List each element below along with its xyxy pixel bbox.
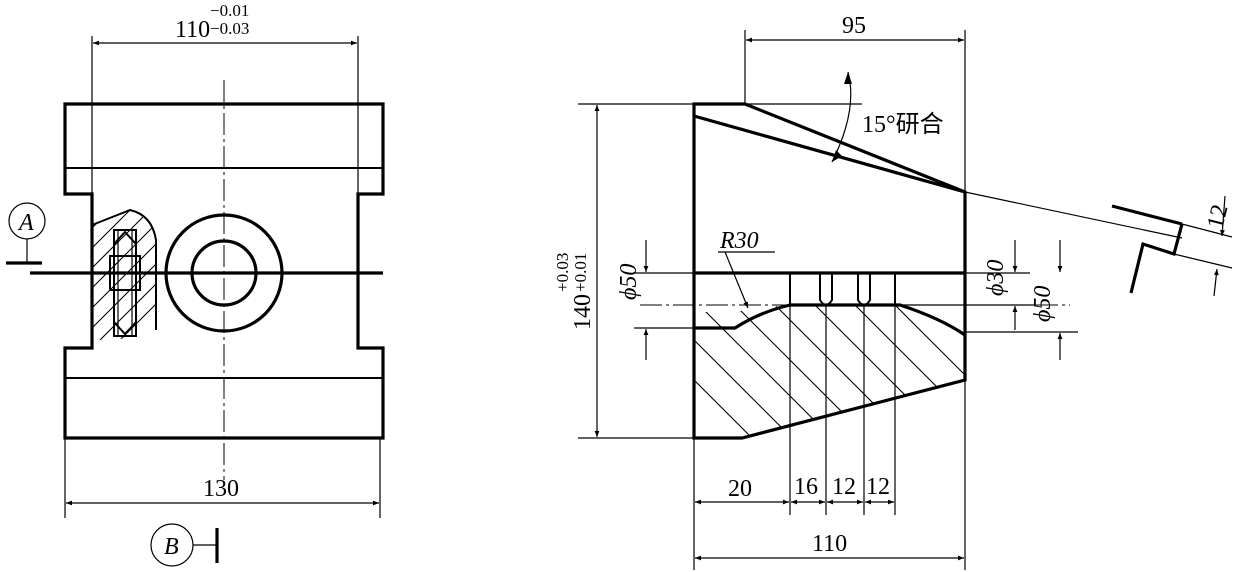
side-bottom-dim-110: 110 <box>812 531 847 557</box>
side-bore-steps <box>789 273 896 306</box>
front-bottom-dim: 130 <box>203 476 239 502</box>
front-partial-section <box>91 208 157 340</box>
side-bottom-dim-12a: 12 <box>832 474 856 500</box>
side-view: 140 +0.03 +0.01 ϕ50 R30 ϕ30 ϕ50 <box>553 13 1234 570</box>
svg-text:B: B <box>164 534 179 560</box>
side-left-diameter: ϕ50 <box>616 264 642 300</box>
front-outer-ring <box>164 213 284 333</box>
side-radius-note: R30 <box>719 228 759 254</box>
side-top-dim: 95 <box>842 13 866 39</box>
side-height-dim: 140 <box>570 294 596 330</box>
side-right-diameter-small: ϕ30 <box>983 260 1009 296</box>
side-bottom-dim-16: 16 <box>794 474 818 500</box>
side-bottom-dim-20: 20 <box>728 476 752 502</box>
front-view: 110 −0.01 −0.03 130 A B <box>6 1 385 567</box>
front-width-dim: 110 <box>175 17 210 43</box>
front-width-tol-lower: −0.03 <box>210 19 249 38</box>
view-marker-a: A <box>6 202 46 265</box>
view-marker-b: B <box>150 523 219 567</box>
side-angle-note: 15°研合 <box>862 111 944 138</box>
front-width-tol-upper: −0.01 <box>210 1 249 20</box>
front-pin <box>113 229 137 337</box>
side-hatched-section <box>694 303 966 438</box>
side-slope-dim: 12 <box>1203 202 1234 232</box>
side-height-tol-lower: +0.01 <box>571 253 590 292</box>
svg-text:A: A <box>17 210 34 236</box>
side-right-diameter-large: ϕ50 <box>1030 286 1056 322</box>
side-lapped-face-line <box>693 114 966 194</box>
side-bottom-dim-12b: 12 <box>866 474 890 500</box>
side-height-tol-upper: +0.03 <box>553 253 572 292</box>
